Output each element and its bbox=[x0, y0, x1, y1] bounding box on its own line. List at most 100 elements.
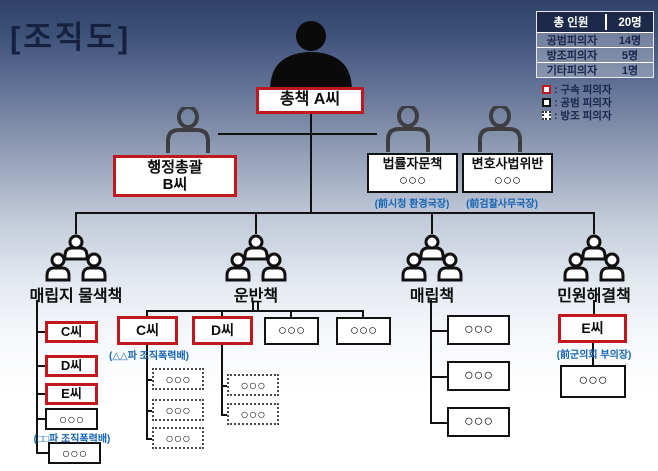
person-outline-icon bbox=[471, 104, 529, 157]
connector-deputies bbox=[218, 133, 377, 135]
member-box: ○○○ bbox=[447, 361, 510, 391]
stats-row-value: 5명 bbox=[621, 50, 639, 62]
legend-label: : 구속 피의자 bbox=[554, 84, 612, 96]
member-box: C씨 bbox=[45, 321, 98, 343]
connector-g2d-stub bbox=[221, 385, 227, 387]
member-box: ○○○ bbox=[48, 442, 101, 464]
connector-g2-drop bbox=[362, 310, 364, 318]
member-label: ○○○ bbox=[277, 322, 306, 340]
person-outline-icon bbox=[159, 105, 217, 158]
member-label: ○○○ bbox=[58, 410, 85, 427]
connector-drop-g4 bbox=[593, 212, 595, 234]
connector-g2c-stub bbox=[146, 379, 152, 381]
stats-row: 방조피의자 5명 bbox=[537, 47, 653, 62]
connector-g4-drop2 bbox=[592, 343, 594, 365]
deputy-name: ○○○ bbox=[398, 171, 427, 189]
group-label-scout: 매립지 물색책 bbox=[29, 288, 123, 305]
member-label: ○○○ bbox=[349, 322, 378, 340]
stats-row: 기타피의자 1명 bbox=[537, 62, 653, 77]
connector-g2d-spine bbox=[221, 345, 223, 414]
connector-g2-row bbox=[146, 310, 364, 312]
group-people-icon bbox=[561, 234, 627, 287]
member-label: ○○○ bbox=[165, 401, 191, 418]
member-label: ○○○ bbox=[578, 372, 608, 390]
member-box: D씨 bbox=[45, 355, 98, 377]
gang-note: (□□파 조직폭력배) bbox=[33, 434, 111, 445]
gang-note: (前군의회 부의장) bbox=[556, 350, 632, 361]
arrest-square-icon bbox=[542, 85, 551, 94]
member-box: ○○○ bbox=[447, 315, 510, 345]
connector-g1-stub bbox=[36, 418, 45, 420]
member-box: ○○○ bbox=[227, 403, 279, 425]
connector-g3-stub bbox=[430, 330, 447, 332]
legend-item-abet: : 방조 피의자 bbox=[542, 109, 654, 122]
member-label: ○○○ bbox=[165, 429, 191, 446]
stats-row-value: 1명 bbox=[621, 65, 639, 77]
group-people-icon bbox=[399, 234, 465, 287]
stats-header-label: 총 인원 bbox=[537, 14, 607, 30]
group-label-complaints: 민원해결책 bbox=[557, 288, 631, 305]
member-label: ○○○ bbox=[464, 366, 493, 384]
member-label: ○○○ bbox=[240, 405, 266, 422]
deputy-legal-note: (前시청 환경국장) bbox=[374, 199, 450, 210]
legend-item-accomplice: : 공범 피의자 bbox=[542, 96, 654, 109]
deputy-title: 변호사법위반 bbox=[471, 155, 544, 171]
member-box: ○○○ bbox=[447, 407, 510, 437]
group-label-landfill: 매립책 bbox=[409, 288, 455, 305]
legend-item-arrest: : 구속 피의자 bbox=[542, 83, 654, 96]
group-label-transport: 운반책 bbox=[233, 288, 279, 305]
connector-g1-stub bbox=[36, 365, 45, 367]
member-box: D씨 bbox=[192, 316, 253, 345]
member-box: C씨 bbox=[117, 316, 178, 345]
member-box: ○○○ bbox=[152, 427, 204, 449]
deputy-lawyer-note: (前검찰사무국장) bbox=[466, 199, 538, 210]
member-box: E씨 bbox=[558, 314, 627, 343]
connector-g2c-stub bbox=[146, 438, 152, 440]
gang-note: (△△파 조직폭력배) bbox=[108, 351, 190, 362]
legend: : 구속 피의자 : 공범 피의자 : 방조 피의자 bbox=[536, 83, 654, 122]
connector-g2d-stub bbox=[221, 414, 227, 416]
stats-panel: 총 인원 20명 공범피의자 14명 방조피의자 5명 기타피의자 1명 : 구… bbox=[536, 11, 654, 122]
deputy-title: 법률자문책 bbox=[382, 155, 443, 171]
deputy-title: 행정총괄 bbox=[147, 158, 203, 176]
deputy-admin-box: 행정총괄 B씨 bbox=[113, 155, 237, 197]
member-box: E씨 bbox=[45, 383, 98, 405]
connector-g2-stub-double bbox=[252, 302, 254, 311]
page-title: [조직도] bbox=[10, 20, 132, 55]
deputy-name: ○○○ bbox=[493, 171, 522, 189]
legend-label: : 방조 피의자 bbox=[554, 110, 612, 122]
stats-row-label: 방조피의자 bbox=[546, 50, 598, 62]
accomplice-square-icon bbox=[542, 98, 551, 107]
deputy-lawyer-box: 변호사법위반 ○○○ bbox=[462, 153, 553, 193]
connector-g2-stub-double bbox=[257, 302, 259, 311]
connector-boss-down bbox=[310, 113, 312, 213]
member-label: E씨 bbox=[581, 320, 604, 337]
stats-header-value: 20명 bbox=[618, 17, 642, 29]
stats-row: 공범피의자 14명 bbox=[537, 32, 653, 47]
connector-g3-stub bbox=[430, 422, 447, 424]
connector-g2-drop bbox=[221, 310, 223, 317]
connector-g4-drop bbox=[593, 300, 595, 314]
member-label: ○○○ bbox=[464, 320, 493, 338]
connector-g2-drop bbox=[146, 310, 148, 317]
member-label: D씨 bbox=[211, 322, 234, 339]
group-people-icon bbox=[223, 234, 289, 287]
member-box: ○○○ bbox=[336, 317, 391, 345]
abet-square-icon bbox=[542, 111, 551, 120]
deputy-legal-box: 법률자문책 ○○○ bbox=[367, 153, 458, 193]
group-people-icon bbox=[43, 234, 109, 287]
member-label: ○○○ bbox=[240, 376, 266, 393]
connector-g1-spine bbox=[36, 300, 38, 453]
boss-label: 총책 A씨 bbox=[279, 91, 341, 109]
connector-g2c-spine bbox=[146, 345, 148, 438]
stats-table: 총 인원 20명 공범피의자 14명 방조피의자 5명 기타피의자 1명 bbox=[536, 11, 654, 78]
stats-header-row: 총 인원 20명 bbox=[537, 12, 653, 32]
member-box: ○○○ bbox=[45, 408, 98, 430]
connector-g1-stub bbox=[36, 393, 45, 395]
member-box: ○○○ bbox=[227, 374, 279, 396]
connector-main bbox=[75, 212, 595, 214]
connector-g2c-stub bbox=[146, 410, 152, 412]
legend-label: : 공범 피의자 bbox=[554, 97, 612, 109]
boss-silhouette-icon bbox=[262, 20, 360, 90]
